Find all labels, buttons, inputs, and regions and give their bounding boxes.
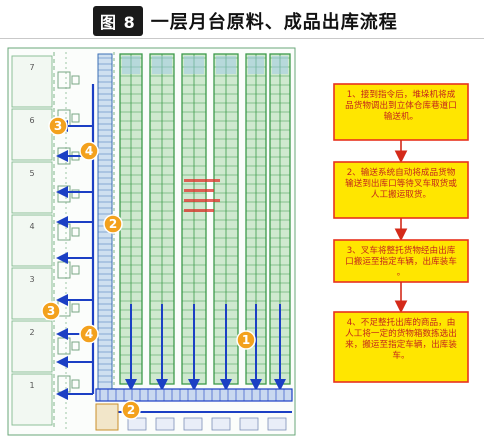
flow-marker-label: 3 xyxy=(47,304,55,318)
flow-marker-label: 2 xyxy=(109,217,117,231)
annotation-line xyxy=(184,189,214,192)
dock-slot-label: 1 xyxy=(29,381,34,390)
step-text: 3、叉车将整托货物经由出库口搬运至指定车辆，出库装车。 xyxy=(345,244,457,278)
outfeed-station xyxy=(183,417,203,431)
pick-table-stub xyxy=(71,75,80,85)
figure-title: 一层月台原料、成品出库流程 xyxy=(150,12,398,33)
dock-slot-label: 4 xyxy=(29,222,34,231)
dock-slot xyxy=(11,161,53,214)
flow-marker-label: 3 xyxy=(54,119,62,133)
step-text: 4、不足整托出库的商品，由人工将一定的货物箱数拣选出来，搬运至指定车辆，出库装车… xyxy=(345,316,457,361)
outfeed-dock-box xyxy=(95,403,119,431)
dock-slot xyxy=(11,55,53,108)
flow-marker-label: 1 xyxy=(242,333,250,347)
dock-slot-label: 2 xyxy=(29,328,34,337)
dock-column: 7 6 5 4 3 2 1 xyxy=(11,55,53,426)
flow-marker-circle xyxy=(103,214,123,234)
outfeed-station xyxy=(239,417,259,431)
pick-table-stub xyxy=(71,379,80,389)
process-steps: 1、接到指令后，堆垛机将成品货物调出到立体仓库巷道口输送机。 2、输送系统自动将成… xyxy=(333,83,469,383)
rack-top-zone xyxy=(216,56,236,74)
flow-marker-label: 2 xyxy=(127,403,135,417)
warehouse-flow-diagram: 7 6 5 4 3 2 1 3 4 2 3 4 1 2 1、接到指令后，堆垛机将成品货物调出到立体仓库巷… xyxy=(7,47,469,436)
rack-top-zone xyxy=(184,56,204,74)
step-box xyxy=(333,239,469,283)
pick-table-stub xyxy=(71,113,80,123)
dock-slot-label: 3 xyxy=(29,275,34,284)
flow-markers: 3 4 2 3 4 1 2 xyxy=(41,116,256,420)
step-box xyxy=(333,311,469,383)
pick-table-stub xyxy=(71,303,80,313)
outfeed-station xyxy=(127,417,147,431)
pick-table xyxy=(57,71,71,89)
flow-marker-label: 4 xyxy=(85,144,93,158)
outfeed-station xyxy=(211,417,231,431)
flow-marker-circle xyxy=(79,324,99,344)
dock-slot-label: 6 xyxy=(29,116,34,125)
dock-slot xyxy=(11,320,53,373)
annotation-line xyxy=(184,179,220,182)
figure-number-badge: 图 8 xyxy=(93,6,143,36)
figure-title-bar: 图 8 一层月台原料、成品出库流程 xyxy=(93,6,398,36)
flow-marker-circle xyxy=(41,301,61,321)
flow-marker-circle xyxy=(79,141,99,161)
step-box xyxy=(333,83,469,141)
pick-table-stub xyxy=(71,341,80,351)
annotation-line xyxy=(184,209,214,212)
rack-top-zone xyxy=(272,56,288,74)
dock-slot-label: 5 xyxy=(29,169,34,178)
flow-marker-circle xyxy=(48,116,68,136)
pick-table-stub xyxy=(71,265,80,275)
flow-marker-label: 4 xyxy=(85,327,93,341)
rack-top-zone xyxy=(248,56,264,74)
step-box xyxy=(333,161,469,219)
rack-top-zone xyxy=(122,56,140,74)
flow-marker-circle xyxy=(121,400,141,420)
step-text: 2、输送系统自动将成品货物输送到出库口等待叉车取货或人工搬运取货。 xyxy=(345,166,457,200)
dock-slot xyxy=(11,108,53,161)
title-divider xyxy=(0,38,484,39)
outfeed-conveyor xyxy=(95,388,293,431)
rack-top-zone xyxy=(152,56,172,74)
center-annotation xyxy=(184,179,220,212)
dock-slot xyxy=(11,373,53,426)
pick-table-stub xyxy=(71,227,80,237)
outfeed-belt xyxy=(95,388,293,402)
pick-table-stub xyxy=(71,189,80,199)
flow-marker-circle xyxy=(236,330,256,350)
outfeed-station xyxy=(155,417,175,431)
outfeed-station xyxy=(267,417,287,431)
dock-slot xyxy=(11,214,53,267)
dock-slot-label: 7 xyxy=(29,63,34,72)
annotation-line xyxy=(184,199,220,202)
step-text: 1、接到指令后，堆垛机将成品货物调出到立体仓库巷道口输送机。 xyxy=(345,88,457,122)
